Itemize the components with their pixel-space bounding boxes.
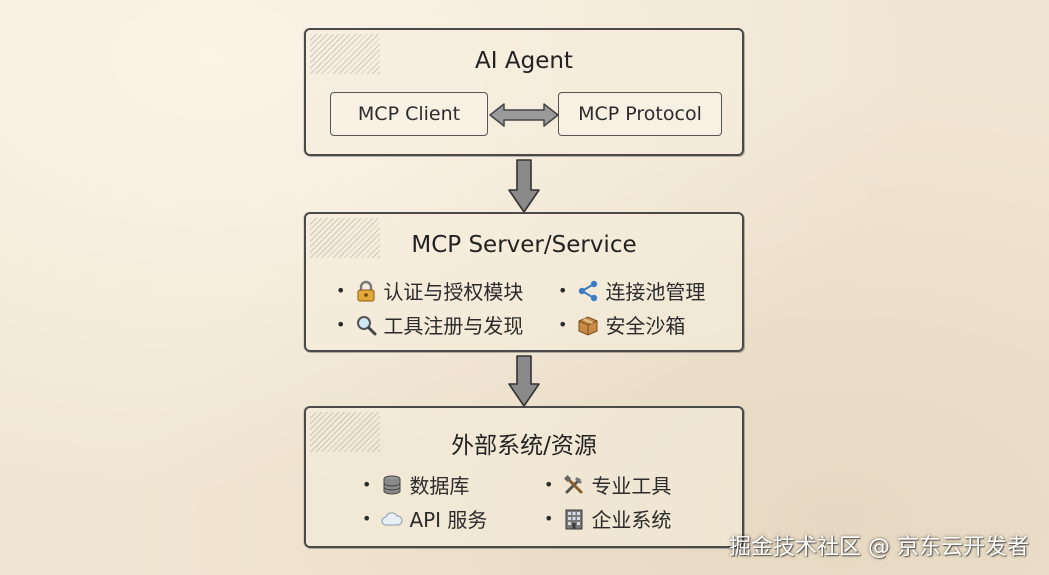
share-nodes-icon xyxy=(579,280,598,301)
bidirectional-arrow-icon xyxy=(489,103,559,127)
mcp-protocol-box: MCP Protocol xyxy=(558,92,722,136)
mcp-server-title: MCP Server/Service xyxy=(411,232,637,258)
list-item: • 数据库 xyxy=(362,470,469,499)
sketch-hatch xyxy=(310,412,380,452)
sketch-hatch xyxy=(310,218,380,258)
down-arrow-icon xyxy=(508,355,540,407)
tools-icon xyxy=(564,474,583,493)
database-icon xyxy=(383,475,401,494)
mcp-client-box: MCP Client xyxy=(330,92,488,136)
bullet: • xyxy=(362,509,372,528)
mcp-protocol-label: MCP Protocol xyxy=(578,103,702,125)
external-systems-box: 外部系统/资源 • 数据库 • 专业工具 • API 服务 • xyxy=(304,406,744,548)
list-item: • 连接池管理 xyxy=(558,276,705,305)
sketch-hatch xyxy=(310,34,380,74)
down-arrow-icon xyxy=(508,159,540,213)
bullet: • xyxy=(558,281,568,300)
list-item-label: 安全沙箱 xyxy=(605,314,686,338)
list-item: • 专业工具 xyxy=(544,470,671,499)
external-systems-title: 外部系统/资源 xyxy=(451,433,597,459)
package-icon xyxy=(578,315,598,336)
list-item: • 工具注册与发现 xyxy=(336,310,523,339)
bullet: • xyxy=(558,315,568,334)
list-item: • 企业系统 xyxy=(544,504,671,533)
bullet: • xyxy=(544,475,554,494)
list-item-label: 工具注册与发现 xyxy=(383,314,524,338)
mcp-client-label: MCP Client xyxy=(357,103,461,125)
list-item-label: 专业工具 xyxy=(591,474,672,498)
list-item-label: 企业系统 xyxy=(591,508,672,532)
list-item-label: API 服务 xyxy=(409,508,488,532)
ai-agent-box: AI Agent MCP Client MCP Protocol xyxy=(304,28,744,156)
bullet: • xyxy=(544,509,554,528)
bullet: • xyxy=(362,475,372,494)
list-item-label: 数据库 xyxy=(409,474,470,498)
list-item-label: 连接池管理 xyxy=(605,280,706,304)
building-icon xyxy=(565,509,583,529)
lock-icon xyxy=(357,280,375,301)
ai-agent-title: AI Agent xyxy=(475,48,573,74)
list-item: • 认证与授权模块 xyxy=(336,276,523,305)
bullet: • xyxy=(336,315,346,334)
mcp-server-box: MCP Server/Service • 认证与授权模块 • 连接池管理 • 工… xyxy=(304,212,744,352)
watermark-text: 掘金技术社区 @ 京东云开发者 xyxy=(729,535,1029,560)
list-item-label: 认证与授权模块 xyxy=(383,280,524,304)
api-cloud-icon xyxy=(381,511,403,525)
list-item: • 安全沙箱 xyxy=(558,310,685,339)
list-item: • API 服务 xyxy=(362,504,487,533)
bullet: • xyxy=(336,281,346,300)
magnifier-icon xyxy=(357,315,377,335)
